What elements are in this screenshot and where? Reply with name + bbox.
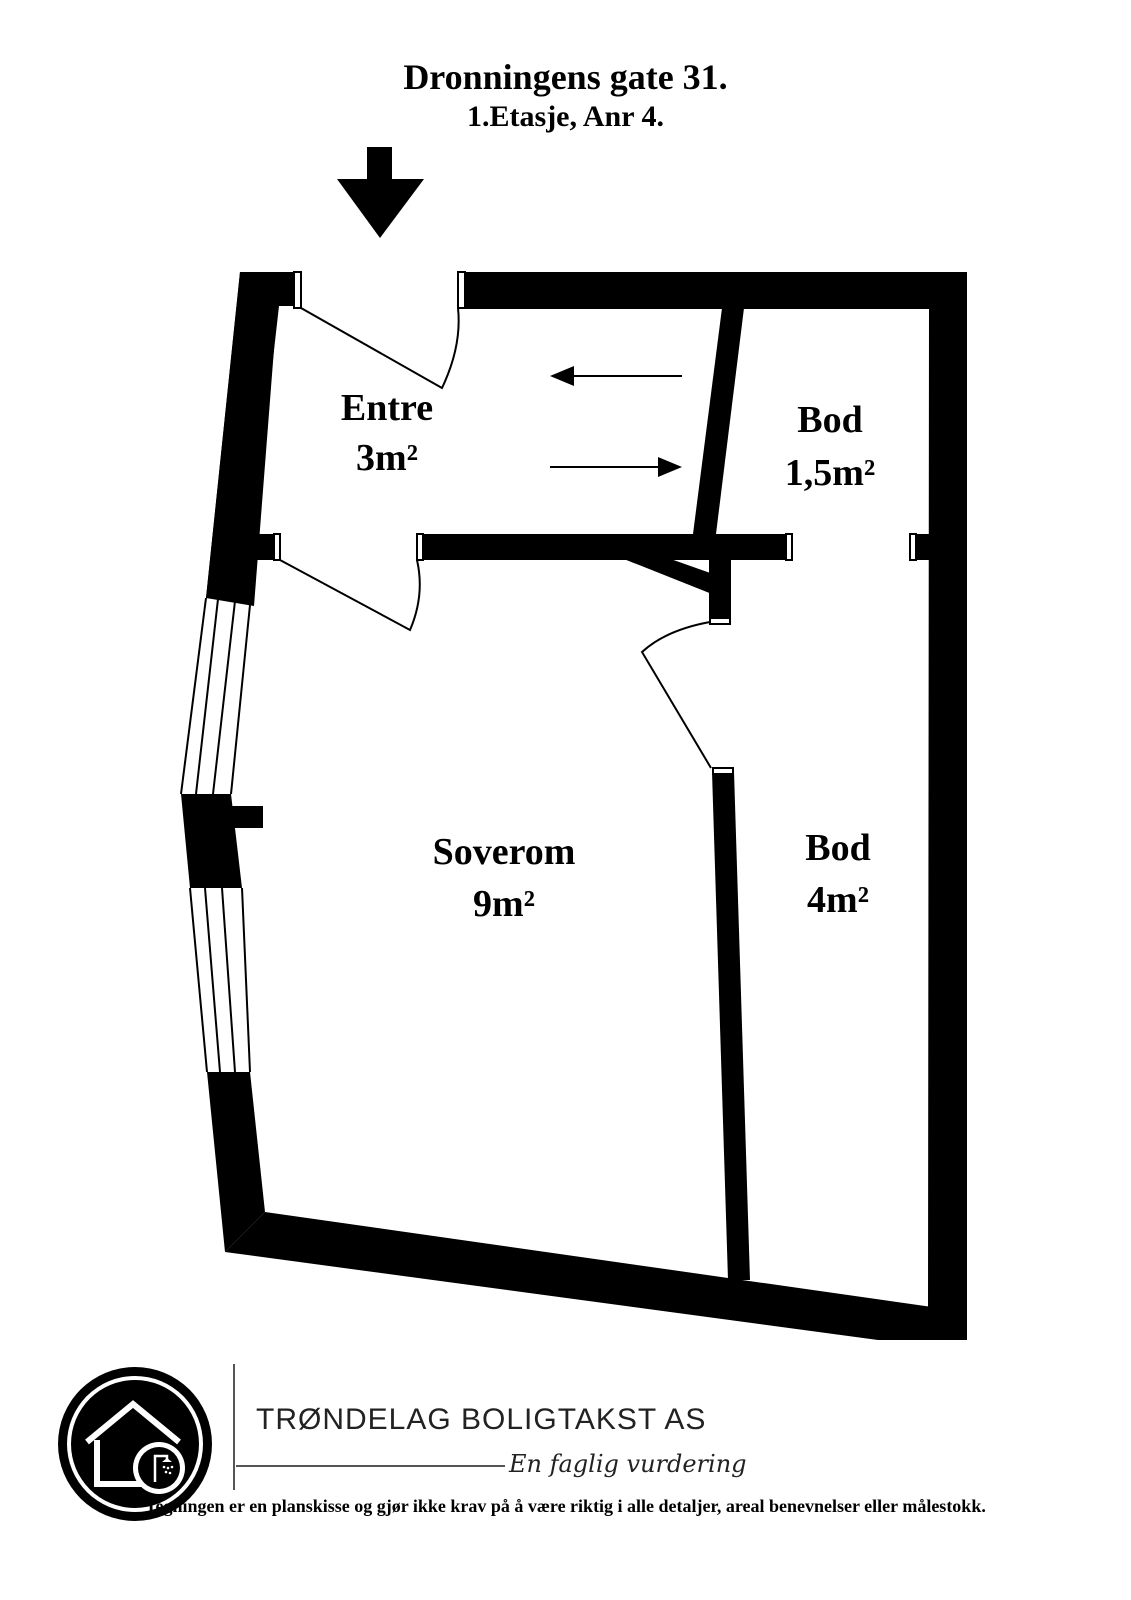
window-mullion-stub bbox=[231, 806, 263, 828]
room-bod-large-name: Bod bbox=[805, 827, 870, 869]
wall-diagonal bbox=[561, 534, 730, 598]
logo-divider-vertical bbox=[233, 1364, 235, 1490]
wall-left-lower bbox=[207, 1072, 265, 1252]
house-shower-logo-icon bbox=[58, 1367, 212, 1521]
room-bod-large-area: 4m² bbox=[807, 879, 869, 921]
window-lower bbox=[189, 887, 251, 1073]
wall-soverom-bod bbox=[712, 772, 750, 1280]
room-entre-area: 3m² bbox=[356, 437, 418, 479]
address-title: Dronningens gate 31. bbox=[403, 57, 728, 97]
arrow-left-icon bbox=[550, 366, 682, 386]
room-soverom-area: 9m² bbox=[473, 883, 535, 925]
wall-entre-bod bbox=[693, 308, 744, 534]
wall-bod-right-stub bbox=[914, 534, 930, 560]
room-bod-small-name: Bod bbox=[797, 399, 862, 441]
entrance-arrow-icon bbox=[337, 147, 424, 238]
floor-plan-drawing: Entre 3m² Bod 1,5m² Soverom 9m² Bod 4m² bbox=[180, 147, 967, 1340]
soverom-door-swing bbox=[279, 559, 421, 632]
exterior-walls bbox=[181, 272, 967, 1340]
company-tagline: En faglig vurdering bbox=[505, 1450, 751, 1478]
wall-soverom-bod-top bbox=[709, 540, 731, 624]
wall-left-upper bbox=[206, 272, 280, 606]
room-entre-name: Entre bbox=[341, 387, 433, 429]
door-swings bbox=[279, 307, 712, 769]
entry-door-swing bbox=[300, 307, 460, 390]
bod-door-swing bbox=[640, 621, 712, 769]
company-name: TRØNDELAG BOLIGTAKST AS bbox=[256, 1403, 707, 1436]
interior-walls bbox=[257, 308, 930, 1280]
wall-bottom bbox=[225, 1212, 967, 1340]
window-upper bbox=[180, 597, 251, 795]
arrow-right-icon bbox=[550, 457, 682, 477]
disclaimer-text: Tegningen er en planskisse og gjør ikke … bbox=[145, 1496, 986, 1516]
floor-subtitle: 1.Etasje, Anr 4. bbox=[467, 100, 664, 133]
logo-divider-horizontal bbox=[236, 1465, 706, 1467]
door-jambs bbox=[273, 271, 917, 775]
wall-left-pier bbox=[181, 794, 242, 888]
room-soverom-name: Soverom bbox=[433, 831, 576, 873]
room-bod-small-area: 1,5m² bbox=[785, 452, 876, 494]
